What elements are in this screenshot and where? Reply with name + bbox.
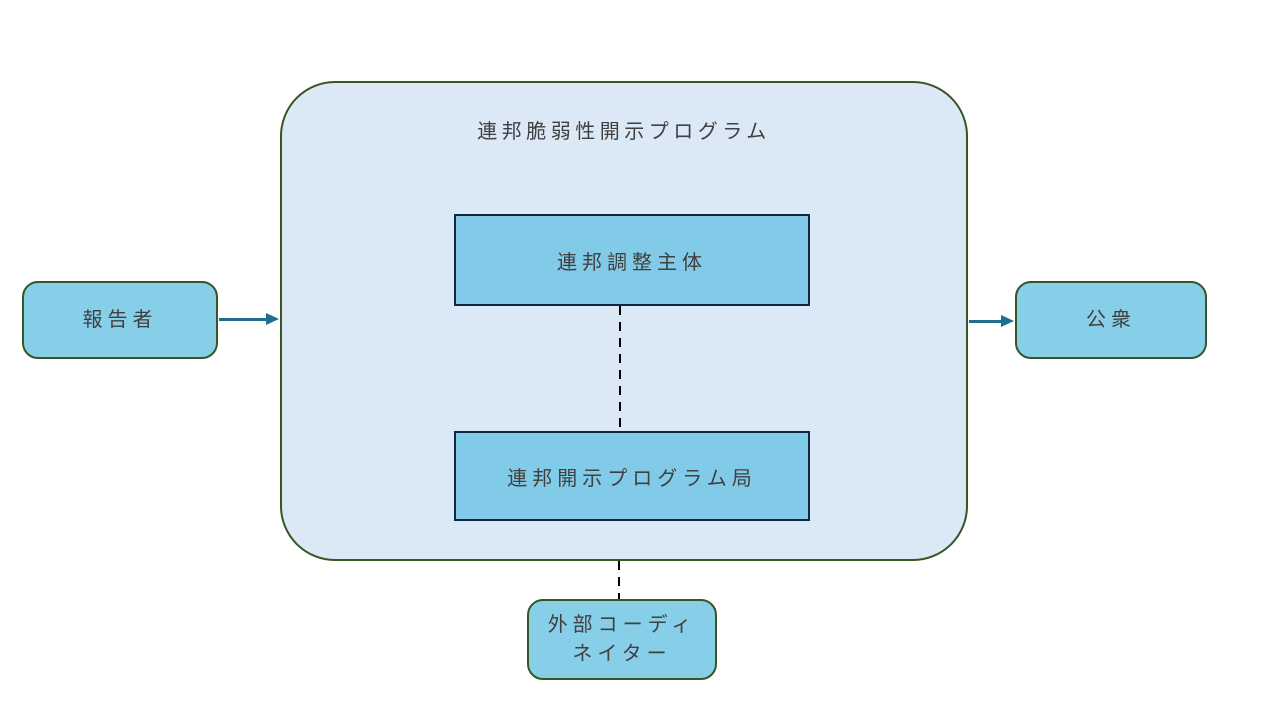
node-federal-coordinating-entity: 連邦調整主体 <box>454 214 810 306</box>
program-container-box: 連邦脆弱性開示プログラム 連邦調整主体 連邦開示プログラム局 <box>280 81 968 561</box>
node-external-coordinator: 外部コーディ ネイター <box>527 599 717 680</box>
arrow-reporter-to-program-head <box>266 313 279 325</box>
node-external-coordinator-label: 外部コーディ ネイター <box>547 613 697 665</box>
arrow-reporter-to-program-line <box>219 318 267 321</box>
arrow-program-to-public-head <box>1001 315 1014 327</box>
connector-entity-to-office-dashed-line <box>619 306 621 431</box>
node-federal-disclosure-program-office: 連邦開示プログラム局 <box>454 431 810 521</box>
arrow-program-to-public-line <box>969 320 1002 323</box>
connector-program-to-external-coordinator-dashed-line <box>618 561 620 599</box>
node-federal-coordinating-entity-label: 連邦調整主体 <box>557 251 707 274</box>
node-reporter: 報告者 <box>22 281 218 359</box>
node-reporter-label: 報告者 <box>82 308 158 331</box>
program-container-title: 連邦脆弱性開示プログラム <box>477 121 771 143</box>
node-federal-disclosure-program-office-label: 連邦開示プログラム局 <box>507 467 757 490</box>
node-public: 公衆 <box>1015 281 1207 359</box>
node-public-label: 公衆 <box>1086 308 1136 331</box>
